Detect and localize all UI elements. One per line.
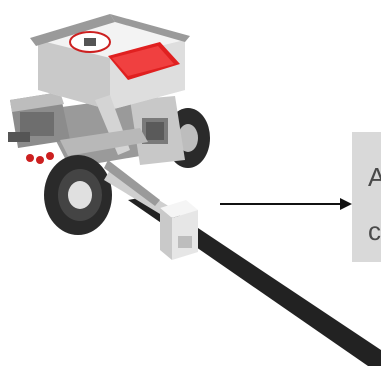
brick-logo (69, 31, 111, 53)
callout-box: A c (352, 132, 381, 262)
arrow-right-icon (220, 198, 352, 210)
ev3-robot-illustration (8, 14, 210, 235)
red-connector (26, 154, 34, 162)
callout-line-2: c (368, 216, 381, 246)
sensor-arm (104, 170, 175, 220)
callout-line-1: A (368, 162, 381, 192)
color-sensor-icon (160, 200, 198, 260)
